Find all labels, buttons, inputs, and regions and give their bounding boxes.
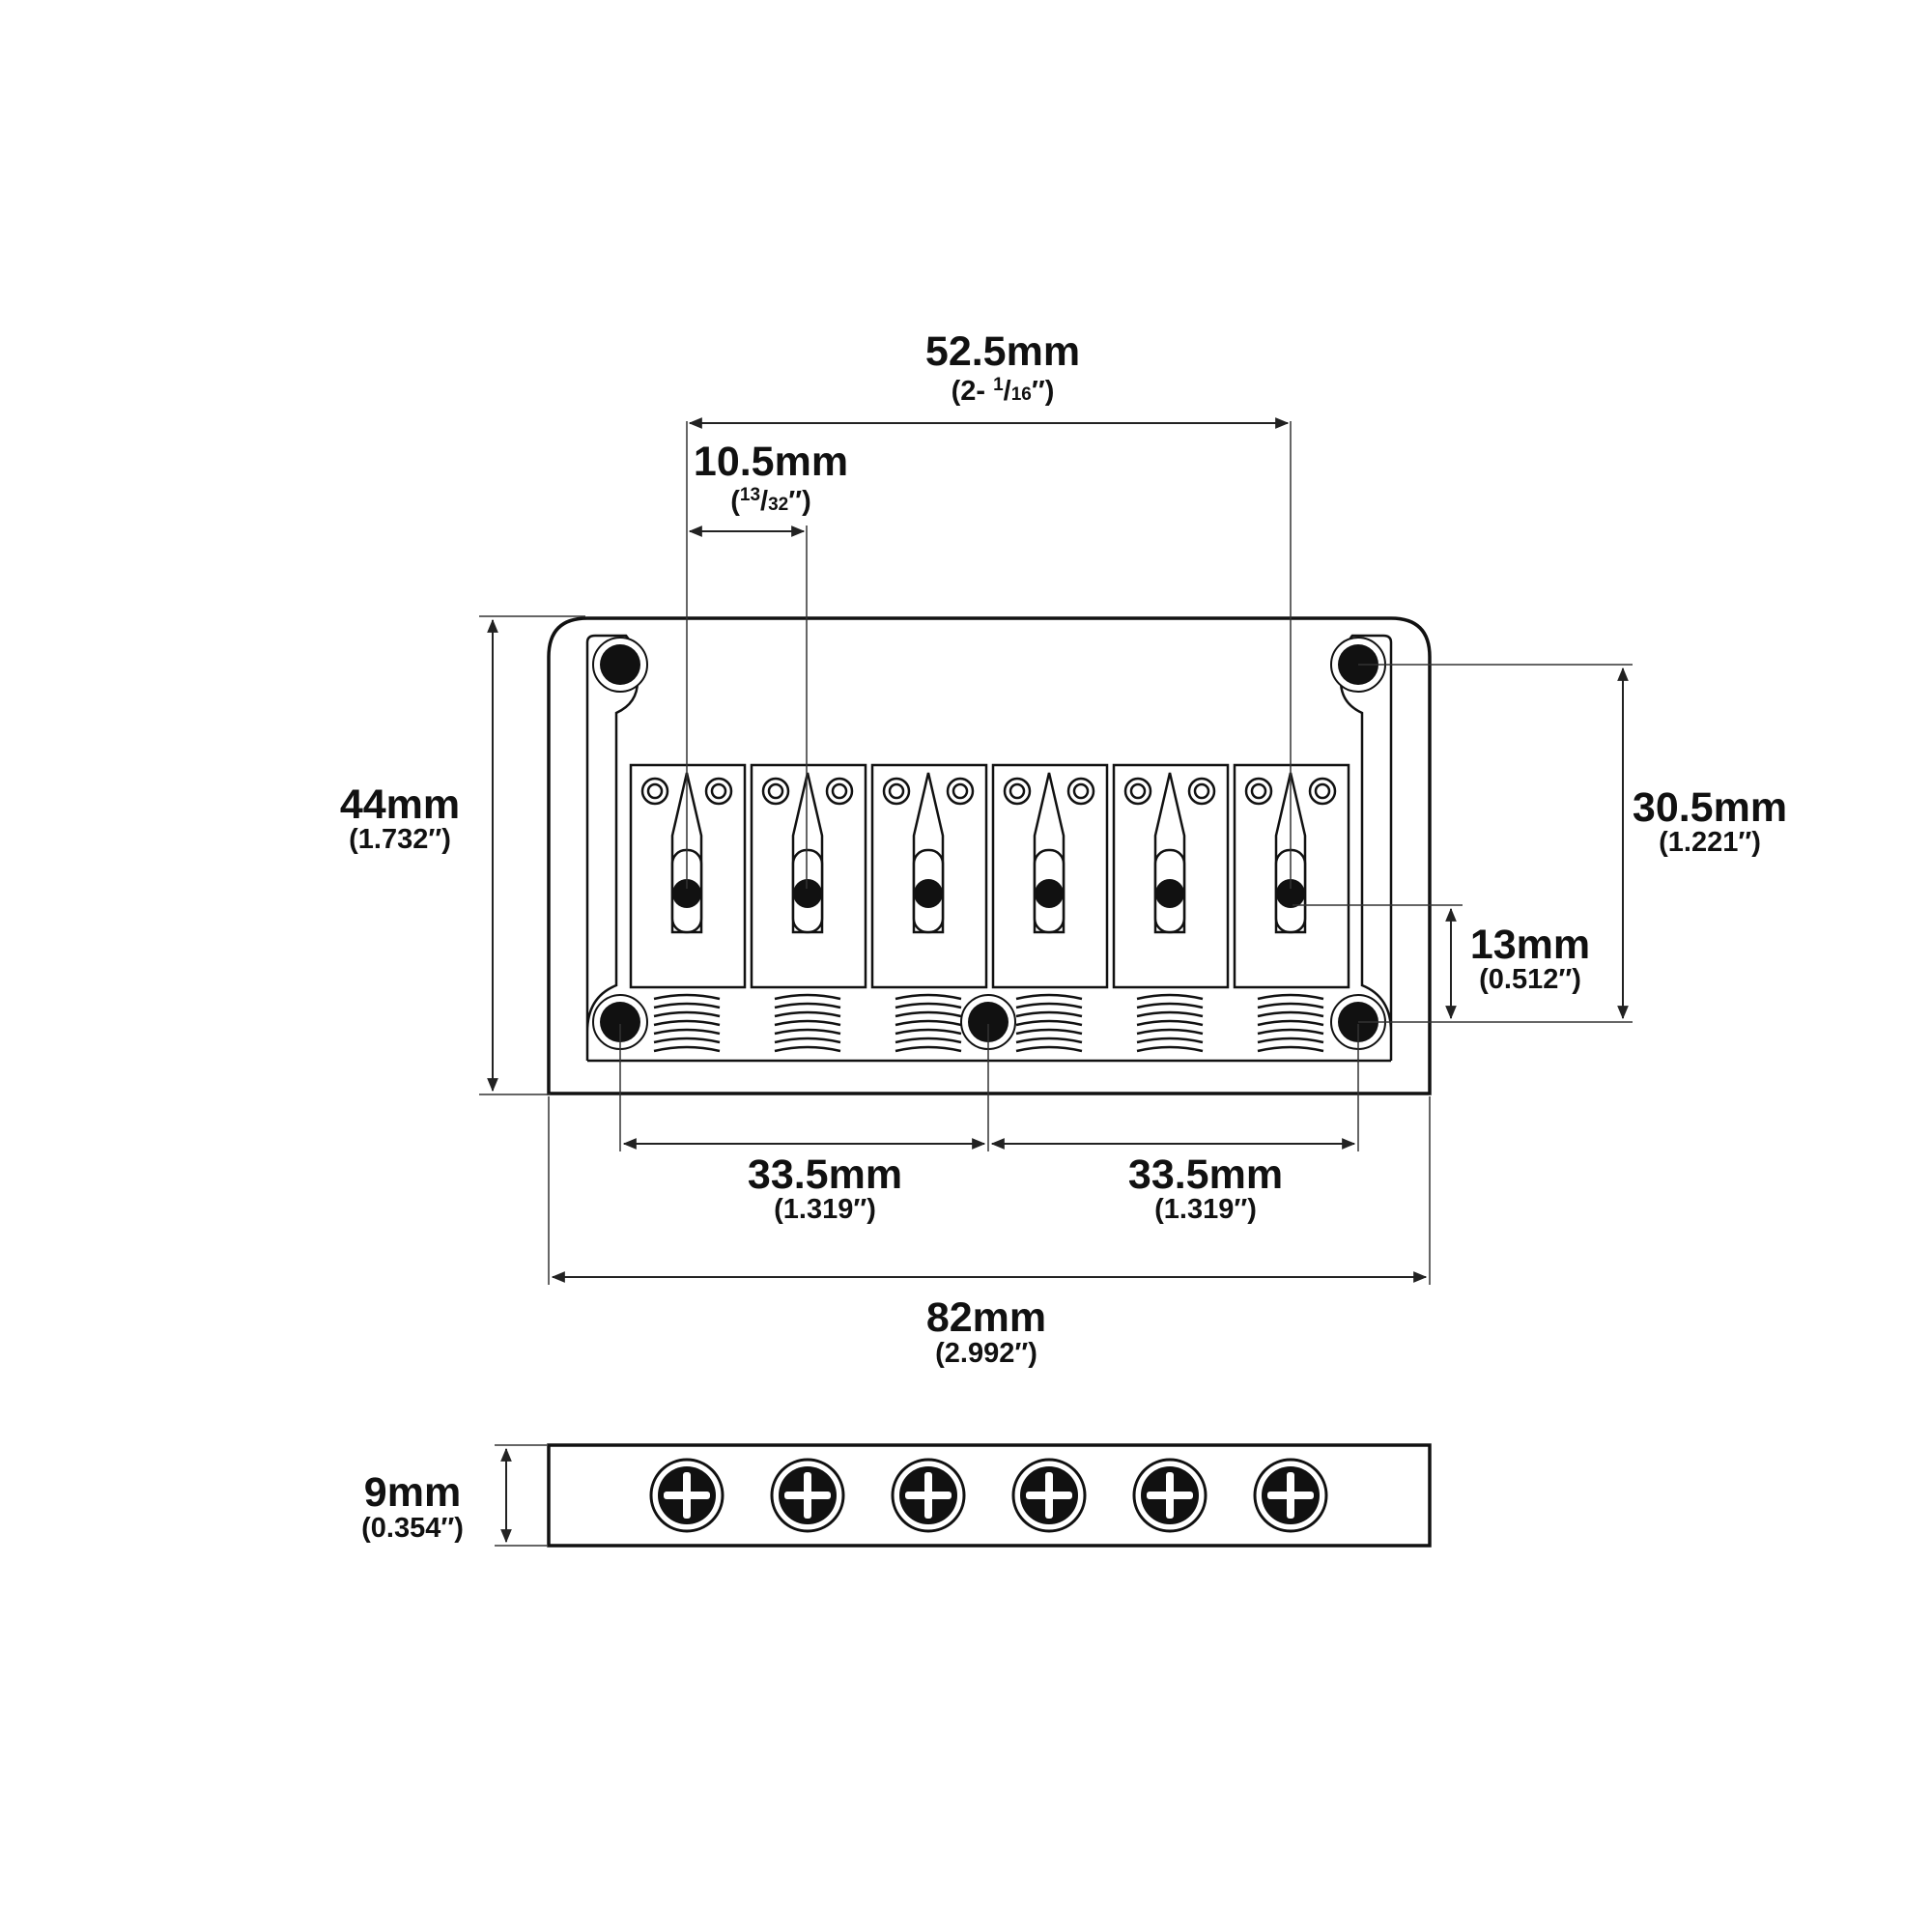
- label-overall-width-mm: 82mm: [926, 1294, 1046, 1341]
- label-mount-depth-mm: 30.5mm: [1633, 784, 1787, 831]
- saddle-group: [629, 763, 1350, 989]
- label-string-spacing-mm: 10.5mm: [694, 439, 848, 485]
- mount-hole-icon: [592, 637, 648, 693]
- label-mount-spacing-left-in: (1.319″): [774, 1194, 876, 1225]
- string-hole-icon: [1035, 879, 1064, 908]
- spring-icon: [1015, 993, 1083, 1053]
- intonation-screw-icon: [761, 777, 790, 806]
- label-saddle-offset-mm: 13mm: [1470, 922, 1590, 968]
- label-height-mm: 9mm: [364, 1469, 461, 1516]
- intonation-screw-icon: [1187, 777, 1216, 806]
- intonation-screw-icon: [704, 777, 733, 806]
- intonation-screw-icon: [882, 777, 911, 806]
- intonation-screw-icon: [946, 777, 975, 806]
- intonation-screw-icon: [825, 777, 854, 806]
- intonation-screw-icon: [1308, 777, 1337, 806]
- screw-head-icon: [1253, 1458, 1328, 1533]
- saddle: [750, 763, 867, 989]
- saddle: [1233, 763, 1350, 989]
- string-hole-icon: [1155, 879, 1184, 908]
- mount-hole-icon: [960, 994, 1016, 1050]
- label-overall-width-in: (2.992″): [935, 1338, 1037, 1369]
- label-hole-spacing-in: (2- 1/16″): [952, 375, 1055, 407]
- label-plate-depth-mm: 44mm: [340, 781, 460, 828]
- label-mount-spacing-left-mm: 33.5mm: [748, 1151, 902, 1198]
- mount-hole-icon: [592, 994, 648, 1050]
- screw-head-icon: [891, 1458, 966, 1533]
- spring-icon: [895, 993, 962, 1053]
- saddle: [1112, 763, 1230, 989]
- saddle: [991, 763, 1109, 989]
- dimension-labels: 52.5mm (2- 1/16″) 10.5mm (13/32″) 44mm (…: [340, 328, 1787, 1544]
- intonation-screw-icon: [1244, 777, 1273, 806]
- label-plate-depth-in: (1.732″): [349, 824, 451, 855]
- spring-icon: [653, 993, 721, 1053]
- screw-head-icon: [770, 1458, 845, 1533]
- screw-head-icon: [1132, 1458, 1208, 1533]
- label-hole-spacing-mm: 52.5mm: [925, 328, 1080, 375]
- saddle: [629, 763, 747, 989]
- label-mount-spacing-right-mm: 33.5mm: [1128, 1151, 1283, 1198]
- intonation-screw-icon: [1066, 777, 1095, 806]
- spring-icon: [1257, 993, 1324, 1053]
- saddle: [870, 763, 988, 989]
- intonation-screw-icon: [640, 777, 669, 806]
- intonation-screw-icon: [1003, 777, 1032, 806]
- label-string-spacing-in: (13/32″): [730, 485, 811, 517]
- string-hole-icon: [1276, 879, 1305, 908]
- spring-icon: [774, 993, 841, 1053]
- spring-group: [653, 993, 1324, 1053]
- intonation-screw-icon: [1123, 777, 1152, 806]
- string-hole-icon: [672, 879, 701, 908]
- label-mount-spacing-right-in: (1.319″): [1154, 1194, 1257, 1225]
- spring-icon: [1136, 993, 1204, 1053]
- bridge-side-view: [547, 1443, 1432, 1548]
- label-mount-depth-in: (1.221″): [1659, 827, 1761, 858]
- string-hole-icon: [793, 879, 822, 908]
- label-saddle-offset-in: (0.512″): [1479, 964, 1581, 995]
- screw-head-icon: [1011, 1458, 1087, 1533]
- bridge-top-view: [547, 616, 1432, 1095]
- string-hole-icon: [914, 879, 943, 908]
- label-height-in: (0.354″): [361, 1513, 464, 1544]
- screw-head-icon: [649, 1458, 724, 1533]
- dimension-lines: [479, 417, 1633, 1547]
- side-screw-group: [649, 1458, 1328, 1533]
